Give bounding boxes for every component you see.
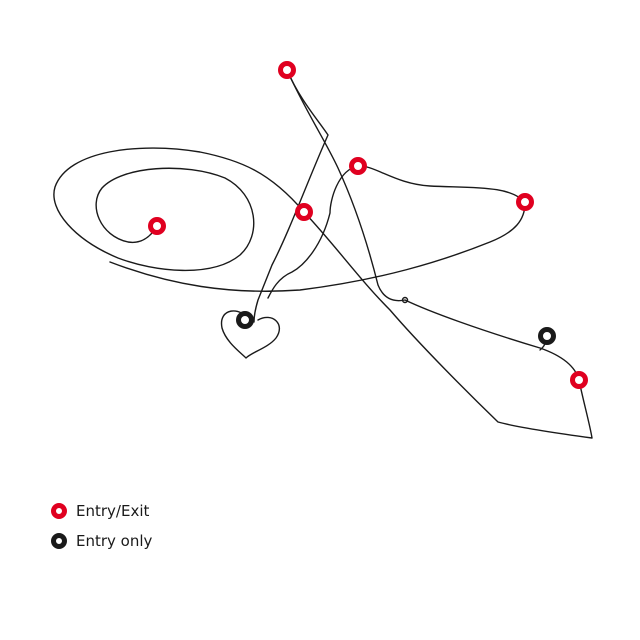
entry-exit-marker	[148, 217, 166, 235]
junction-loop	[401, 296, 409, 304]
entry-exit-legend-icon	[51, 503, 67, 519]
entry-only-marker	[236, 311, 254, 329]
legend: Entry/Exit Entry only	[51, 496, 152, 556]
entry-only-legend-icon	[51, 533, 67, 549]
route-line-cross	[286, 69, 593, 439]
legend-item-entry-only: Entry only	[51, 526, 152, 556]
entry-only-marker	[538, 327, 556, 345]
entry-exit-marker	[295, 203, 313, 221]
legend-label: Entry only	[76, 532, 153, 550]
legend-label: Entry/Exit	[76, 502, 150, 520]
entry-exit-marker	[278, 61, 296, 79]
route-line-spiral	[53, 147, 305, 272]
route-line-top	[253, 69, 329, 323]
route-line-sweep	[109, 165, 526, 299]
legend-item-entry-exit: Entry/Exit	[51, 496, 152, 526]
entry-exit-marker	[570, 371, 588, 389]
entry-exit-marker	[516, 193, 534, 211]
route-line-heart	[220, 310, 281, 359]
entry-exit-marker	[349, 157, 367, 175]
